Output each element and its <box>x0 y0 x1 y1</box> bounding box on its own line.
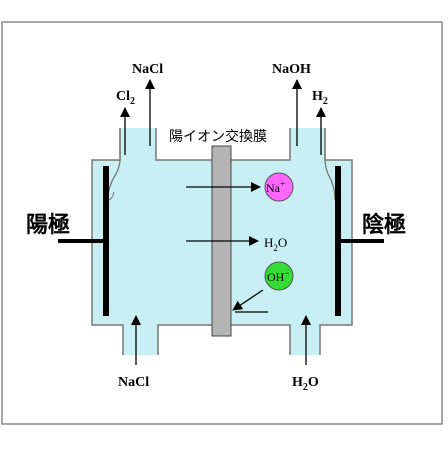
oh-ion-arrow <box>232 289 264 311</box>
oh-ion <box>264 261 294 291</box>
nacl-in-label: NaCl <box>118 375 149 390</box>
anode-label: 陽極 <box>26 212 70 238</box>
water-label: H2O <box>264 235 287 253</box>
na-ion <box>264 172 294 202</box>
membrane-label: 陽イオン交換膜 <box>169 128 267 145</box>
hydrogen-label: H2 <box>312 89 328 107</box>
oh-ion-label: OH− <box>267 268 289 284</box>
hydrogen-pipe <box>324 128 336 201</box>
na-ion-label: Na+ <box>266 179 285 195</box>
anode-lead <box>58 239 106 243</box>
nacl-out-label: NaCl <box>132 62 163 77</box>
cathode-label: 陰極 <box>362 212 406 238</box>
water-in-label: H2O <box>292 375 319 393</box>
cathode-lead <box>338 239 384 243</box>
chlorine-label: Cl2 <box>116 89 135 107</box>
naoh-out-label: NaOH <box>272 62 311 77</box>
